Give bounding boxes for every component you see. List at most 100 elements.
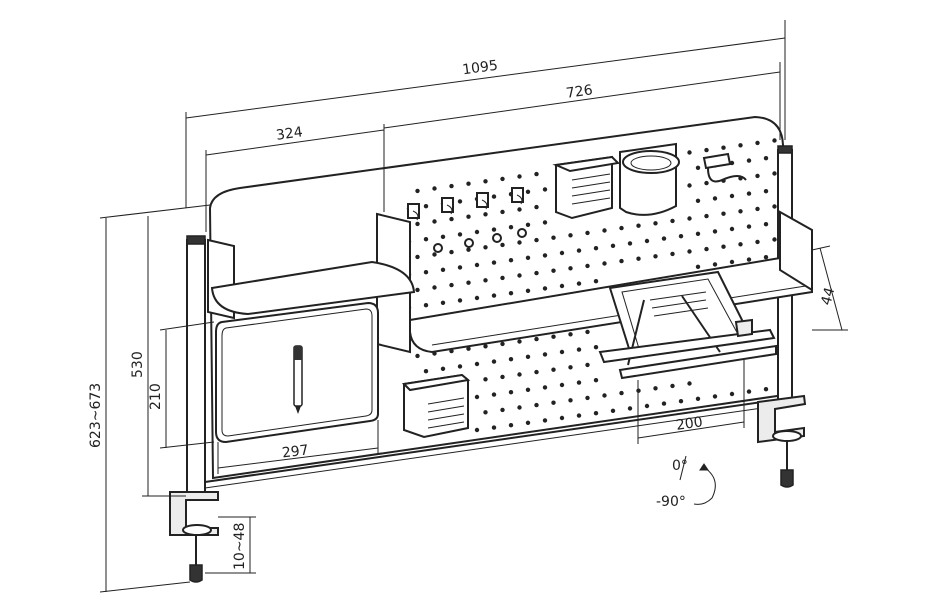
peg-hole <box>738 143 743 148</box>
peg-hole <box>491 425 497 430</box>
dim-height-range: 623~673 <box>88 383 104 448</box>
peg-hole <box>772 237 777 242</box>
peg-hole <box>551 367 556 372</box>
peg-hole <box>653 386 658 391</box>
peg-hole <box>763 255 769 260</box>
peg-hole <box>687 249 692 254</box>
peg-hole <box>644 238 650 244</box>
peg-hole <box>576 248 582 253</box>
peg-hole <box>568 233 573 238</box>
peg-hole <box>525 189 531 194</box>
marker-pen-icon <box>293 345 303 414</box>
peg-hole <box>568 332 573 337</box>
peg-hole <box>483 344 488 349</box>
peg-hole <box>729 259 735 265</box>
peg-hole <box>483 212 488 217</box>
peg-hole <box>738 242 743 247</box>
peg-hole <box>763 189 769 194</box>
peg-hole <box>551 235 556 240</box>
peg-hole <box>457 199 463 204</box>
angle-minus90: -90° <box>656 494 686 510</box>
right-clamp <box>757 394 807 488</box>
peg-hole <box>466 214 471 219</box>
peg-hole <box>500 176 505 182</box>
peg-hole <box>576 281 582 286</box>
storage-basket-top <box>552 155 621 220</box>
peg-hole <box>415 221 420 227</box>
peg-hole <box>542 253 548 258</box>
peg-hole <box>695 231 701 236</box>
peg-hole <box>491 194 497 199</box>
peg-hole <box>602 261 607 266</box>
peg-hole <box>576 347 582 352</box>
peg-hole <box>432 219 437 224</box>
peg-hole <box>542 286 548 291</box>
peg-hole <box>687 183 692 188</box>
peg-hole <box>695 198 701 203</box>
peg-hole <box>415 188 420 194</box>
peg-hole <box>772 171 777 176</box>
storage-basket-lower <box>401 373 471 439</box>
peg-hole <box>551 334 556 339</box>
left-post <box>186 239 206 499</box>
dim-whiteboard-height: 210 <box>148 383 164 410</box>
peg-hole <box>704 180 709 186</box>
peg-hole <box>457 364 463 369</box>
peg-hole <box>517 240 522 245</box>
peg-hole <box>712 196 718 201</box>
peg-hole <box>542 220 548 225</box>
peg-hole <box>525 387 531 392</box>
peg-hole <box>483 245 488 250</box>
dim-whiteboard-width: 297 <box>281 442 309 461</box>
peg-hole <box>738 209 743 214</box>
whiteboard-frame <box>221 308 373 437</box>
peg-hole <box>653 254 658 259</box>
peg-hole <box>627 241 633 246</box>
right-post-cap <box>777 145 793 154</box>
peg-hole <box>746 191 752 196</box>
peg-hole <box>517 174 522 179</box>
peg-hole <box>415 287 420 293</box>
peg-hole <box>712 262 718 267</box>
peg-hole <box>423 204 429 209</box>
peg-hole <box>500 275 505 281</box>
peg-hole <box>534 270 539 276</box>
peg-hole <box>661 401 667 406</box>
peg-hole <box>763 387 769 392</box>
peg-hole <box>712 394 718 399</box>
peg-hole <box>474 262 480 268</box>
peg-hole <box>534 336 539 342</box>
peg-hole <box>491 227 497 232</box>
peg-hole <box>466 247 471 252</box>
bottom-rail-edge <box>204 403 791 489</box>
peg-hole <box>593 345 599 350</box>
peg-hole <box>585 362 590 368</box>
dim-left-section: 324 <box>275 124 304 144</box>
peg-hole <box>712 229 718 234</box>
dim-board-width: 726 <box>565 82 594 102</box>
peg-hole <box>729 226 735 232</box>
peg-hole <box>704 147 709 153</box>
peg-hole <box>636 256 641 261</box>
peg-hole <box>423 369 429 374</box>
angle-zero: 0° <box>672 458 688 474</box>
dim-board-height: 530 <box>130 351 146 378</box>
peg-hole <box>729 391 735 397</box>
peg-hole <box>636 223 641 228</box>
peg-hole <box>466 181 471 186</box>
peg-hole <box>670 383 675 389</box>
peg-hole <box>678 399 684 404</box>
peg-hole <box>559 283 565 289</box>
peg-hole <box>670 218 675 224</box>
peg-hole <box>449 249 454 255</box>
peg-hole <box>585 329 590 335</box>
right-shelf-bracket <box>779 210 813 292</box>
peg-hole <box>559 382 565 388</box>
peg-hole <box>525 288 531 293</box>
peg-hole <box>491 260 497 265</box>
peg-hole <box>610 243 616 248</box>
peg-hole <box>755 206 760 212</box>
peg-hole <box>466 280 471 285</box>
peg-hole <box>483 410 488 415</box>
